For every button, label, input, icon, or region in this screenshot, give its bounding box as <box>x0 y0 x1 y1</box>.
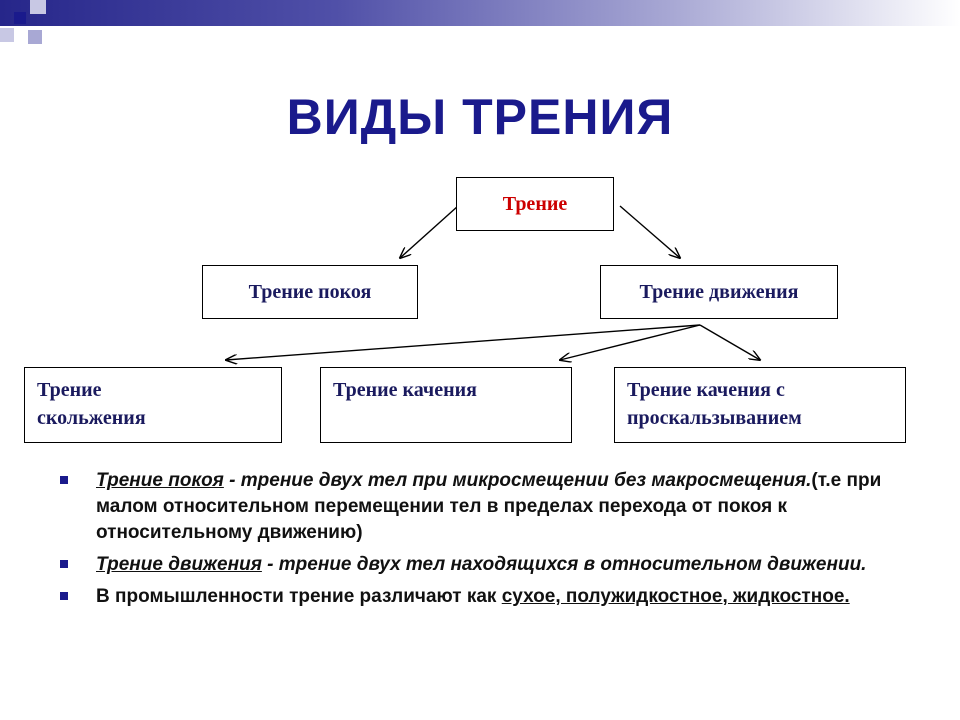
header-divider <box>0 26 960 52</box>
term-static-friction: Трение покоя <box>96 470 224 491</box>
node-label: Трение покоя <box>248 281 372 303</box>
node-sliding-friction: Трение скольжения <box>24 367 282 443</box>
node-label: Трение качения с проскальзыванием <box>627 379 802 429</box>
arrow-motion-to-rolling <box>560 324 701 360</box>
definition-text: - трение двух тел при микросмещении без … <box>223 470 812 491</box>
node-label: Трение <box>502 193 568 215</box>
definition-text: - трение двух тел находящихся в относите… <box>261 554 867 575</box>
arrow-root-to-rest <box>400 205 459 258</box>
node-motion-friction: Трение движения <box>600 265 838 319</box>
logo-square-dark <box>14 12 26 24</box>
term-motion-friction: Трение движения <box>96 554 262 575</box>
node-static-friction: Трение покоя <box>202 265 418 319</box>
logo-square-mid <box>28 30 42 44</box>
arrow-motion-to-sliding <box>226 324 701 360</box>
node-root-friction: Трение <box>456 177 614 231</box>
page-title: ВИДЫ ТРЕНИЯ <box>286 89 674 145</box>
node-label: Трение качения <box>333 379 477 401</box>
bullet-square-icon <box>60 476 68 484</box>
note-text: (т.е при малом относительном перемещении… <box>96 470 882 543</box>
industry-text: В промышленности трение различают как <box>96 586 502 607</box>
definitions-list: Трение покоя - трение двух тел при микро… <box>56 468 936 616</box>
node-label: Трение скольжения <box>37 379 146 429</box>
node-rolling-friction: Трение качения <box>320 367 572 443</box>
bullet-square-icon <box>60 560 68 568</box>
list-item: Трение покоя - трение двух тел при микро… <box>56 468 936 546</box>
arrow-motion-to-rolling-slip <box>699 324 760 360</box>
node-label: Трение движения <box>639 281 799 303</box>
list-item: В промышленности трение различают как су… <box>56 584 936 610</box>
node-rolling-slip-friction: Трение качения с проскальзыванием <box>614 367 906 443</box>
logo-square-light <box>30 0 46 14</box>
friction-types-text: сухое, полужидкостное, жидкостное. <box>501 586 850 607</box>
arrow-root-to-motion <box>619 205 680 258</box>
bullet-square-icon <box>60 592 68 600</box>
list-item: Трение движения - трение двух тел находя… <box>56 552 936 578</box>
logo-square-light <box>0 28 14 42</box>
